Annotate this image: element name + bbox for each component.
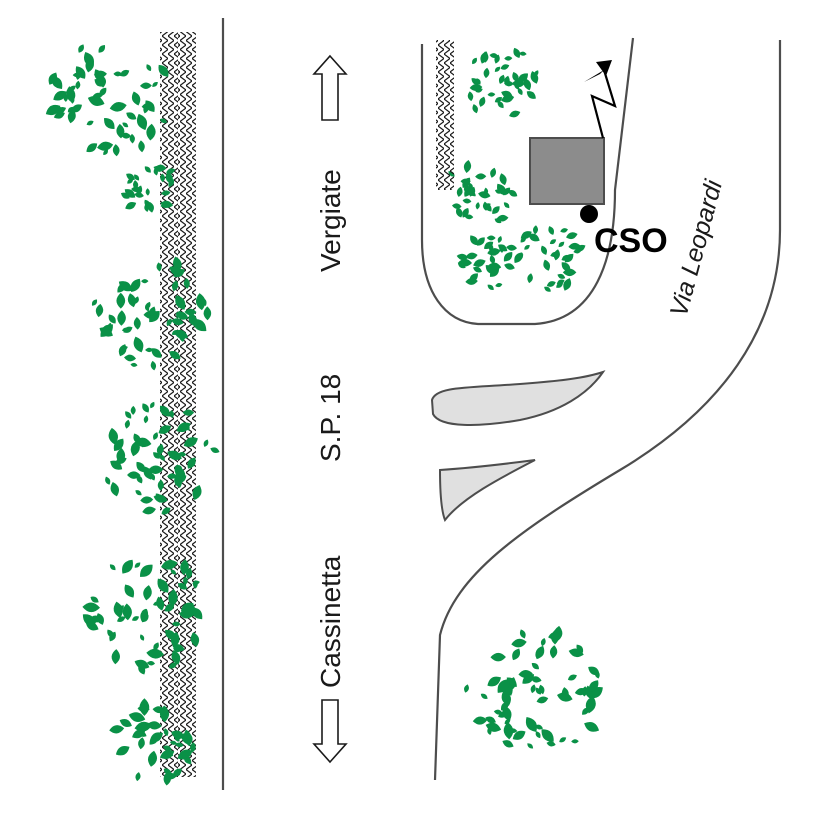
street-label-via-leopardi: Via Leopardi — [665, 176, 729, 320]
lightning-antenna-icon — [584, 60, 617, 139]
tree-canopy-icon — [91, 256, 212, 371]
tree-canopy-icon — [105, 401, 220, 515]
traffic-island-upper — [430, 370, 606, 426]
road-label-sp18: S.P. 18 — [315, 374, 346, 462]
station-label: CSO — [594, 222, 668, 260]
station-dot-icon — [580, 205, 598, 223]
tree-canopy-icon — [109, 698, 196, 786]
outline-arrow-down-icon — [312, 699, 348, 764]
tree-canopy-icon — [448, 160, 518, 224]
tree-group — [45, 44, 603, 786]
parking-area-outline — [420, 37, 635, 326]
tree-canopy-icon — [120, 164, 176, 213]
tree-canopy-icon — [514, 225, 586, 292]
traffic-island-lower — [438, 459, 536, 522]
tree-canopy-icon — [464, 625, 603, 749]
tree-canopy-icon — [45, 44, 169, 157]
outline-arrow-up-icon — [312, 54, 348, 121]
tree-canopy-icon — [82, 559, 203, 675]
side-road-curve — [433, 40, 782, 781]
hedge-fence-icon — [436, 40, 454, 190]
tree-canopy-icon — [467, 47, 539, 118]
town-label-cassinetta: Cassinetta — [315, 555, 346, 688]
station-building — [529, 137, 605, 205]
hedge-fence-icon — [160, 32, 196, 777]
town-label-vergiate: Vergiate — [315, 169, 346, 272]
tree-canopy-icon — [456, 235, 517, 290]
